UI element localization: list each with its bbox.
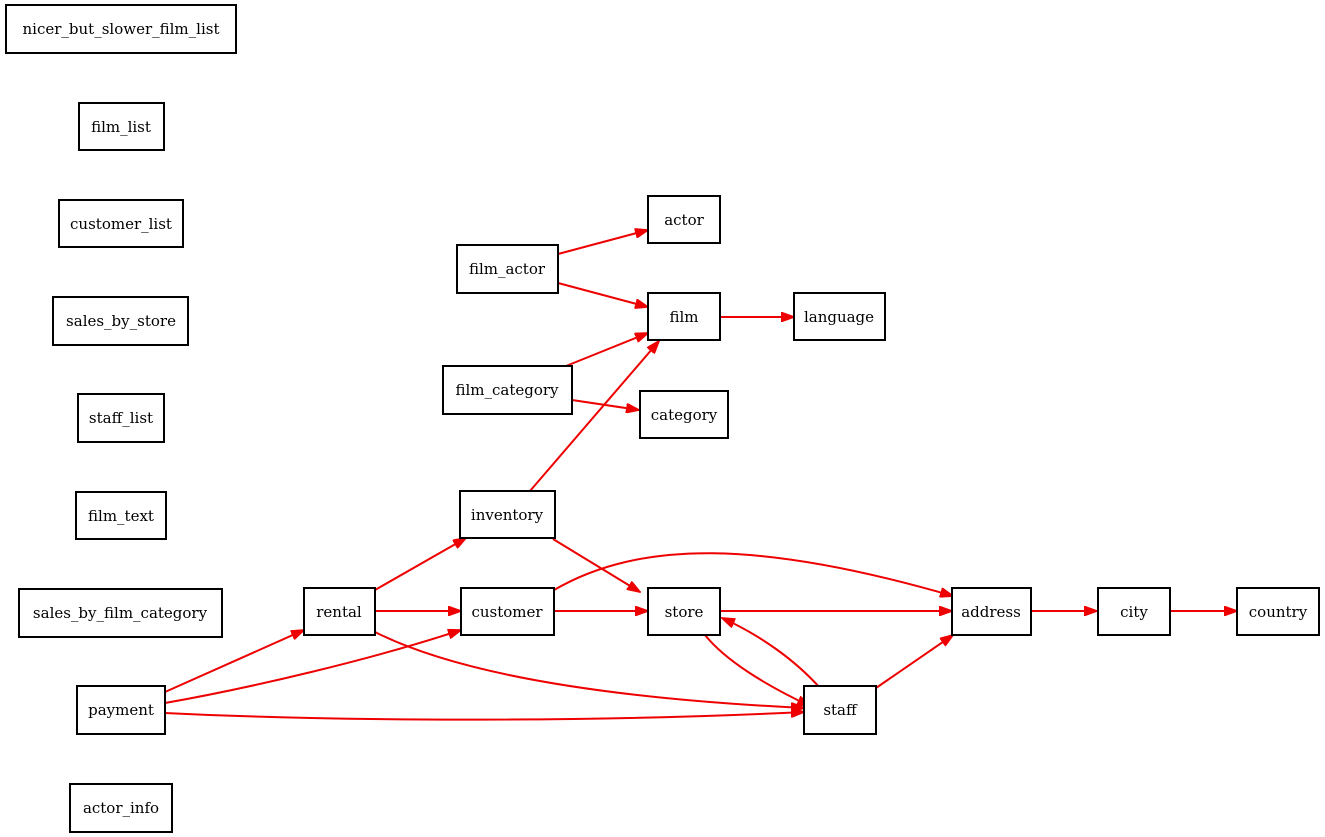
node-category: category <box>639 390 729 439</box>
edge-inventory-store <box>552 538 640 592</box>
node-label: actor <box>664 211 704 229</box>
node-label: staff <box>823 701 858 719</box>
node-actor: actor <box>647 195 721 244</box>
node-label: film_actor <box>469 260 546 278</box>
node-film_list: film_list <box>78 102 165 151</box>
node-staff: staff <box>803 685 877 735</box>
node-label: store <box>665 603 704 621</box>
node-label: nicer_but_slower_film_list <box>23 20 220 38</box>
node-film_text: film_text <box>75 491 167 540</box>
edge-payment-customer <box>164 630 461 704</box>
node-label: film_text <box>88 507 154 525</box>
edge-payment-staff <box>164 712 804 721</box>
edge-film_category-film <box>565 333 648 367</box>
node-film: film <box>647 292 721 341</box>
node-label: inventory <box>471 506 544 524</box>
node-label: country <box>1249 603 1308 621</box>
node-nicer_but_slower_film_list: nicer_but_slower_film_list <box>5 4 237 54</box>
node-language: language <box>793 292 886 341</box>
edge-rental-staff <box>374 631 804 708</box>
node-label: rental <box>316 603 362 621</box>
edge-staff-address <box>875 635 953 689</box>
node-label: address <box>961 603 1021 621</box>
edge-payment-rental <box>164 630 304 693</box>
node-label: city <box>1120 603 1148 621</box>
node-label: staff_list <box>89 409 153 427</box>
edge-film_actor-actor <box>557 230 648 255</box>
edge-store-staff <box>704 634 810 706</box>
node-sales_by_film_category: sales_by_film_category <box>18 588 223 638</box>
edge-customer-address <box>553 552 953 596</box>
node-label: actor_info <box>83 799 159 817</box>
edge-film_actor-film <box>557 282 648 307</box>
node-label: category <box>651 406 718 424</box>
node-address: address <box>951 587 1032 636</box>
node-layer: nicer_but_slower_film_list film_list cus… <box>5 4 1320 833</box>
node-customer: customer <box>460 587 555 636</box>
node-label: customer_list <box>70 215 172 233</box>
edge-inventory-film <box>529 341 659 492</box>
node-label: language <box>804 308 874 326</box>
edge-film_category-category <box>571 399 639 410</box>
node-label: payment <box>88 701 154 719</box>
node-label: customer <box>471 603 543 621</box>
edge-rental-inventory <box>374 538 466 591</box>
node-rental: rental <box>303 587 376 636</box>
node-sales_by_store: sales_by_store <box>52 296 189 346</box>
node-film_category: film_category <box>442 365 573 415</box>
edge-staff-store <box>722 618 821 689</box>
edge-layer <box>164 230 1237 721</box>
node-staff_list: staff_list <box>77 393 165 443</box>
node-actor_info: actor_info <box>69 783 173 833</box>
node-film_actor: film_actor <box>456 244 559 294</box>
node-label: film <box>669 308 698 326</box>
node-label: film_category <box>455 381 559 399</box>
node-customer_list: customer_list <box>58 199 184 248</box>
node-label: sales_by_film_category <box>33 604 208 622</box>
node-store: store <box>647 587 721 636</box>
node-label: sales_by_store <box>66 312 176 330</box>
node-inventory: inventory <box>459 490 556 539</box>
node-city: city <box>1097 587 1171 636</box>
node-country: country <box>1236 587 1320 636</box>
node-label: film_list <box>91 118 151 136</box>
node-payment: payment <box>76 685 166 735</box>
